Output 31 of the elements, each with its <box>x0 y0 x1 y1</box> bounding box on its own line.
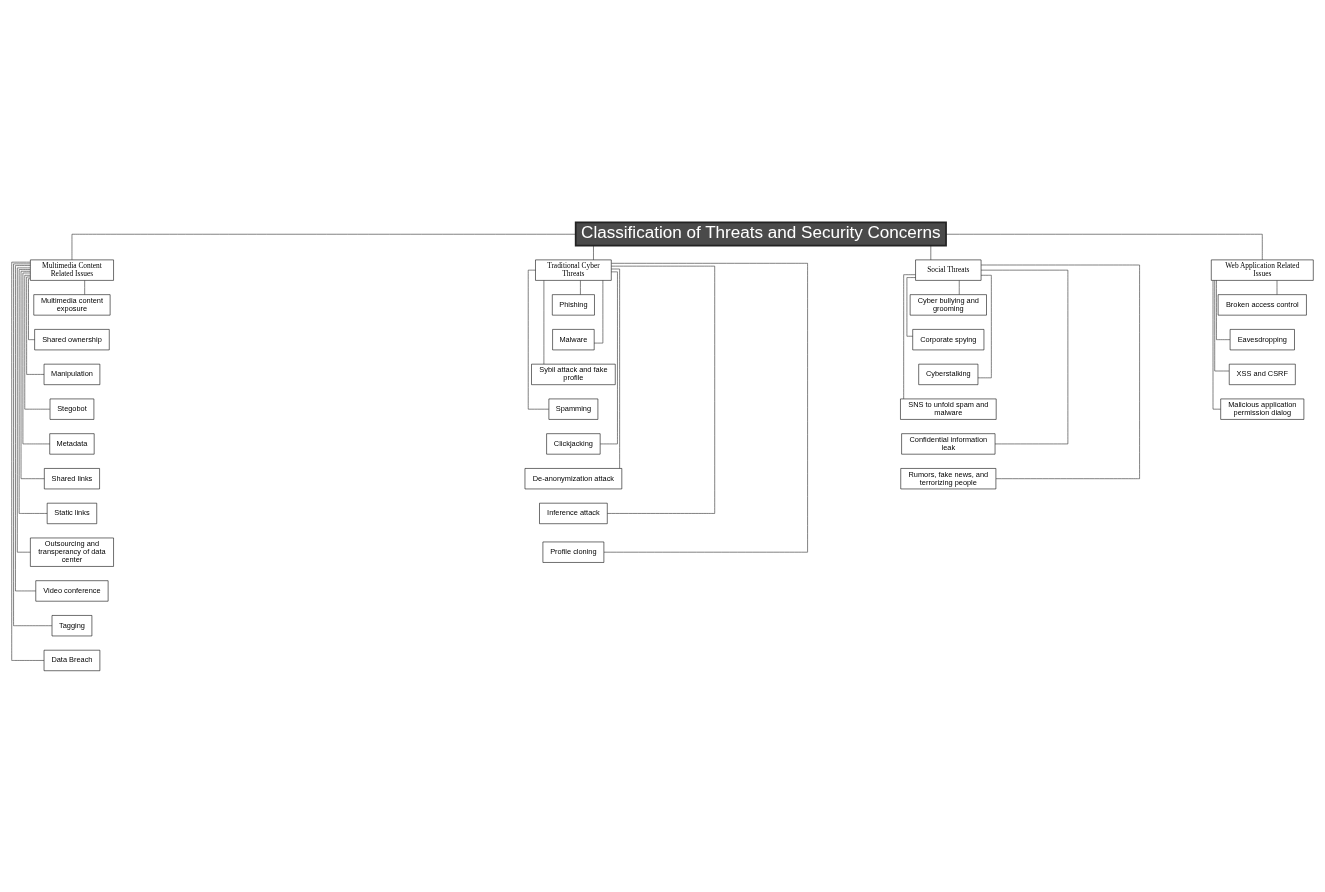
connector <box>84 279 85 295</box>
connector <box>1216 279 1231 340</box>
connector <box>603 262 808 552</box>
connector <box>593 245 594 260</box>
connector <box>580 279 581 295</box>
connector <box>945 233 1263 260</box>
connector <box>527 269 549 409</box>
node-box: Classification of Threats and Security Concerns <box>574 220 947 246</box>
connector <box>607 265 715 514</box>
connector <box>17 267 31 552</box>
connector <box>600 271 618 444</box>
connector <box>71 233 576 260</box>
connector <box>28 277 35 340</box>
connector <box>1214 279 1230 371</box>
connector <box>930 245 932 260</box>
connector <box>11 261 45 661</box>
connector <box>1276 279 1278 295</box>
connector <box>20 270 45 479</box>
connector <box>18 268 48 514</box>
connector <box>958 279 960 295</box>
connector <box>15 264 36 591</box>
connector <box>543 279 545 364</box>
connector <box>13 263 53 626</box>
connector <box>611 268 620 469</box>
connector <box>1212 279 1221 409</box>
connector <box>903 273 916 399</box>
connector <box>26 276 45 375</box>
connector <box>24 274 51 409</box>
connector <box>593 279 604 343</box>
connector <box>906 276 916 337</box>
connector <box>22 272 50 444</box>
